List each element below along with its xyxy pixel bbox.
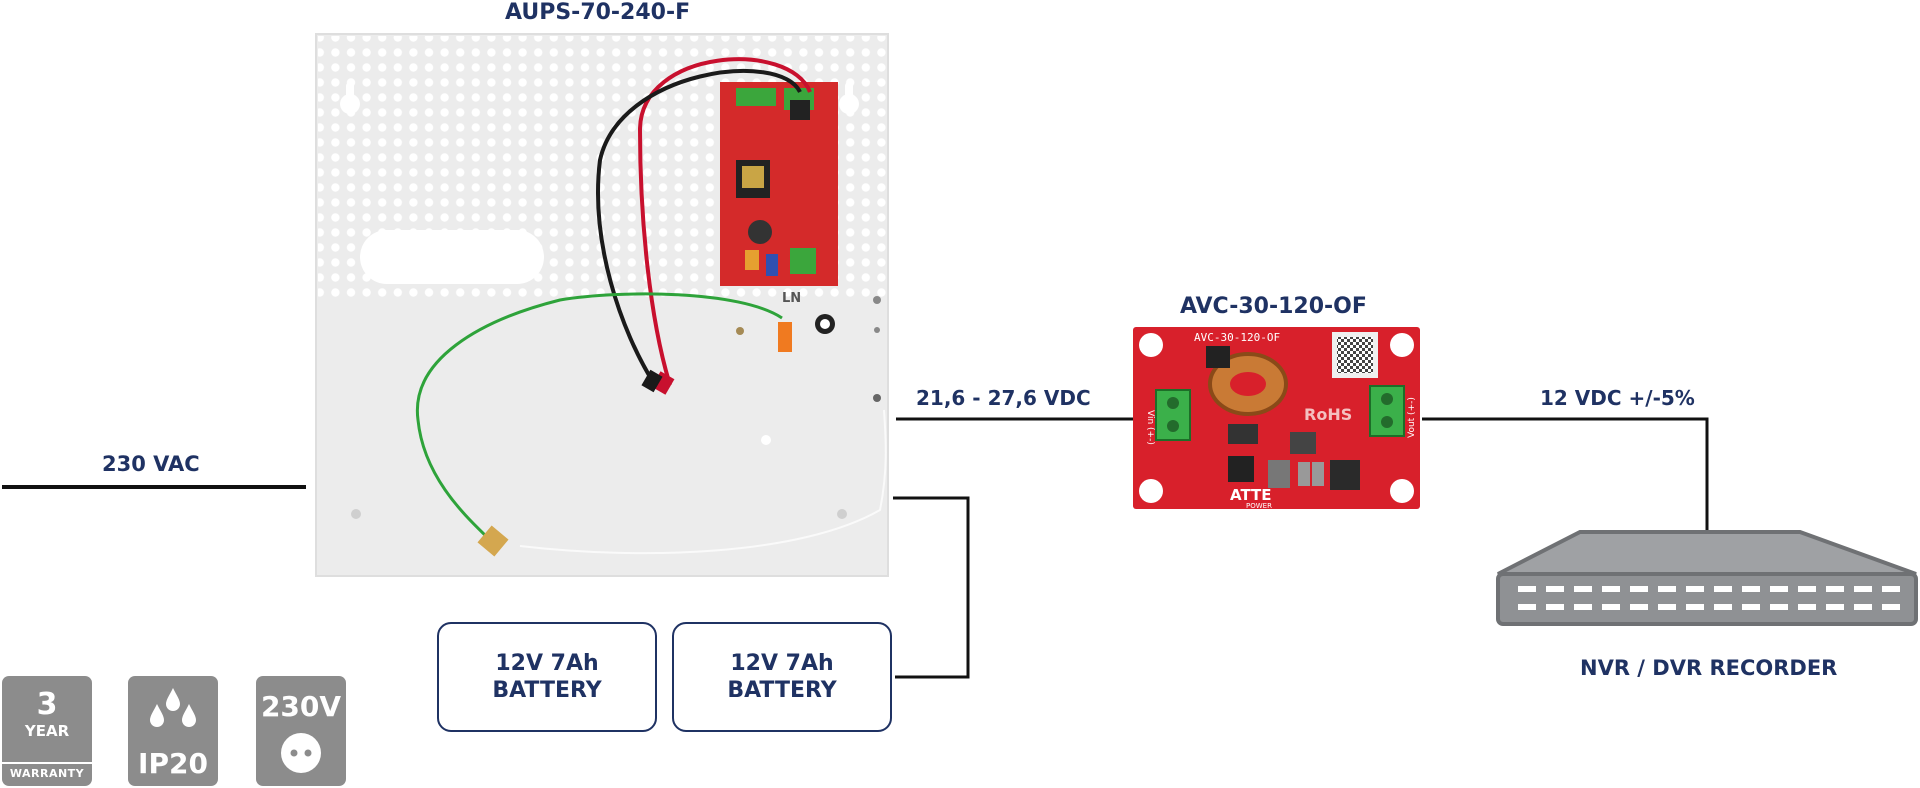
dc-input-label: 21,6 - 27,6 VDC [916, 386, 1091, 410]
voltage-badge: 230V [256, 676, 346, 786]
battery-box-2: 12V 7Ah BATTERY [672, 622, 892, 732]
pcb-brand-logo: ATTE [1230, 486, 1272, 504]
battery-2-type: BATTERY [727, 678, 837, 703]
pcb-vout-mark: Vout (+-) [1407, 397, 1417, 438]
pcb-brand-sub: POWER [1246, 502, 1272, 510]
socket-icon [281, 733, 321, 773]
dc-output-wire [1422, 417, 1709, 532]
battery-2-rating: 12V 7Ah [730, 651, 834, 676]
battery-box-1: 12V 7Ah BATTERY [437, 622, 657, 732]
ac-input-label: 230 VAC [102, 452, 200, 476]
voltage-text: 230V [260, 690, 342, 723]
recorder-label: NVR / DVR RECORDER [1580, 656, 1838, 680]
ip-rating-text: IP20 [138, 747, 208, 780]
warranty-years: 3 [36, 687, 58, 722]
warranty-unit: YEAR [24, 722, 70, 740]
power-supply-enclosure: LN [315, 33, 889, 577]
warranty-badge: 3 YEAR WARRANTY [2, 676, 92, 786]
water-drops-icon [150, 688, 196, 727]
recorder-device [1496, 530, 1918, 626]
converter-pcb: AVC-30-120-OF RoHS Vin (+-) Vout (+-) AT… [1133, 327, 1420, 510]
battery-1-type: BATTERY [492, 678, 602, 703]
battery-wire [893, 496, 970, 679]
pcb-vin-mark: Vin (+-) [1145, 410, 1155, 445]
warranty-caption: WARRANTY [2, 762, 92, 786]
pcb-board-title: AVC-30-120-OF [1194, 331, 1280, 344]
terminal-marks: LN [782, 291, 801, 306]
power-supply-label: AUPS-70-240-F [505, 0, 691, 25]
converter-label: AVC-30-120-OF [1180, 294, 1367, 319]
battery-1-rating: 12V 7Ah [495, 651, 599, 676]
dc-output-label: 12 VDC +/-5% [1540, 386, 1695, 410]
pcb-rohs-mark: RoHS [1304, 405, 1352, 424]
ip-rating-badge: IP20 [128, 676, 218, 786]
